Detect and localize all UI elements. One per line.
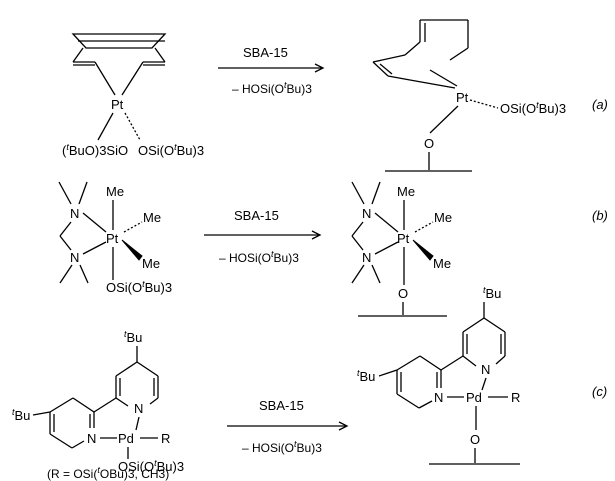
product-b-n-bottom: N <box>362 250 371 265</box>
reactant-c-r: R <box>161 431 170 446</box>
product-b-pt-me3 <box>412 239 434 261</box>
product-b-pt-me2 <box>414 221 434 233</box>
reactant-c-n-top: N <box>134 401 143 416</box>
reactant-c-n-bottom: N <box>87 431 96 446</box>
reactant-b-n-top: N <box>70 206 79 221</box>
reactant-c-tbu-left-bond <box>32 411 51 416</box>
product-b-n-pt-bottom <box>374 241 399 255</box>
reaction-c: tBu N tBu N Pd <box>12 285 607 481</box>
reaction-arrow-b-head <box>311 230 322 240</box>
product-b-nme-2 <box>371 181 381 205</box>
reagent-b-above: SBA-15 <box>234 208 279 223</box>
reactant-b-n-pt-top <box>82 212 107 233</box>
reactant-c-r-definition: (R = OSi(tOBu)3, CH3) <box>47 465 169 481</box>
reactant-b-ethylene-1 <box>59 221 72 237</box>
product-a-ligand-right: OSi(OtBu)3 <box>500 100 566 116</box>
reactant-b-me3: Me <box>142 256 160 271</box>
product-a-metal: Pt <box>456 90 469 105</box>
reactant-b-me2: Me <box>143 210 161 225</box>
reactant-a-ligand-right: OSi(OtBu)3 <box>138 142 204 158</box>
reactant-b-ligand-bottom: OSi(OtBu)3 <box>106 279 172 295</box>
reactant-c-tbu-left: tBu <box>12 407 30 423</box>
reactant-b-ethylene-2 <box>59 235 72 251</box>
product-c-metal: Pd <box>466 390 482 405</box>
reaction-a: Pt (tBuO)3SiO OSi(OtBu)3 SBA-15 – HOSi(O… <box>62 19 608 172</box>
reactant-c-pyridine-top <box>115 361 159 407</box>
reactant-a-bond-left <box>97 112 114 141</box>
reactant-b-nme-1 <box>58 181 72 205</box>
reaction-arrow-c-head <box>338 421 349 431</box>
reactant-a-ligand-left: (tBuO)3SiO <box>62 142 128 158</box>
reactant-b-n-pt-bottom <box>82 241 107 255</box>
reactant-c-tbu-top: tBu <box>124 329 142 345</box>
product-c-pyridine-bottom <box>396 355 464 409</box>
reagent-c-below: – HOSi(OtBu)3 <box>242 439 322 455</box>
reactant-a-bond-right <box>124 112 141 141</box>
product-b-nme-1 <box>351 181 365 205</box>
reactant-b-nme-2 <box>78 181 88 205</box>
reactant-c-ligand-bottom: OSi(OtBu)3 <box>118 458 184 474</box>
product-b-n-pt-top <box>374 212 399 233</box>
product-b-me2: Me <box>434 210 452 225</box>
reagent-a-above: SBA-15 <box>243 45 288 60</box>
reagent-b-below: – HOSi(OtBu)3 <box>219 249 299 265</box>
product-c-tbu-top: tBu <box>483 285 501 301</box>
reactant-c-pyridine-bottom <box>49 397 117 449</box>
product-c-n-pd-top <box>481 377 487 391</box>
reagent-a-below: – HOSi(OtBu)3 <box>232 80 312 96</box>
product-b-ethylene-1 <box>351 221 364 237</box>
reactant-a-metal: Pt <box>111 97 124 112</box>
product-b-ethylene-2 <box>351 235 364 251</box>
product-b-metal: Pt <box>397 231 410 246</box>
reaction-c-label: (c) <box>592 384 607 399</box>
product-c-n-top: N <box>481 362 490 377</box>
reactant-c-n-pd-top <box>135 416 140 431</box>
product-c-tbu-left: tBu <box>357 368 375 384</box>
reactant-b-nme-4 <box>79 264 89 284</box>
reactant-b-pt-me3 <box>121 239 143 261</box>
reactant-b-n-bottom: N <box>70 250 79 265</box>
product-c-pyridine-top <box>462 317 506 367</box>
product-b-me3: Me <box>433 256 451 271</box>
product-c-tbu-left-bond <box>378 369 398 377</box>
product-c-n-bottom: N <box>434 390 443 405</box>
reaction-b-label: (b) <box>592 208 608 223</box>
product-b-surface-o: O <box>398 286 408 301</box>
product-a-cod-ligand <box>372 19 469 89</box>
reactant-b-pt-me2 <box>123 221 143 233</box>
product-b-me1: Me <box>397 184 415 199</box>
product-c-surface-o: O <box>470 432 480 447</box>
product-a-bond-right <box>469 99 499 109</box>
product-a-surface-o: O <box>424 136 434 151</box>
reaction-arrow-a-head <box>314 63 325 73</box>
reactant-b-metal: Pt <box>106 231 119 246</box>
product-c-r: R <box>511 390 520 405</box>
product-b-n-top: N <box>362 206 371 221</box>
reaction-b: N N Pt Me Me Me OSi(OtBu)3 SBA-15 – HOSi… <box>58 181 608 317</box>
product-a-bond-o <box>429 105 459 134</box>
reactant-b-nme-3 <box>59 264 73 284</box>
product-b-nme-3 <box>351 264 365 284</box>
reactant-b-me1: Me <box>106 184 124 199</box>
reagent-c-above: SBA-15 <box>259 398 304 413</box>
reactant-a-cod-ligand <box>71 33 167 96</box>
reaction-a-label: (a) <box>592 97 608 112</box>
product-b-nme-4 <box>371 264 381 284</box>
reactant-c-metal: Pd <box>118 431 134 446</box>
